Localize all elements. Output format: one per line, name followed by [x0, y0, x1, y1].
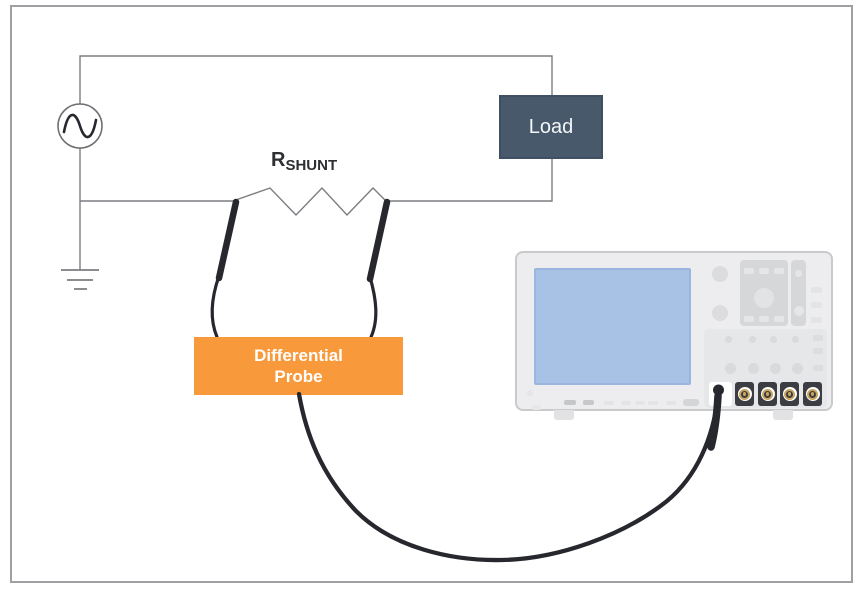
scope-button [811, 287, 822, 293]
bnc-connector-icon [735, 382, 754, 406]
scope-screen [534, 268, 691, 385]
scope-knob [725, 363, 736, 374]
scope-knob [712, 266, 728, 282]
probe-label-line1: Differential [254, 346, 343, 365]
bnc-connector-icon [758, 382, 777, 406]
scope-channel-panel [704, 329, 827, 408]
shunt-label-main: R [271, 149, 286, 171]
scope-knob [754, 288, 774, 308]
scope-button [759, 316, 769, 322]
scope-button [604, 401, 614, 405]
scope-button [811, 317, 822, 323]
probe-input-port [709, 382, 732, 406]
scope-button [666, 401, 676, 405]
scope-button [811, 302, 822, 308]
scope-button [635, 401, 645, 405]
scope-button [564, 400, 576, 405]
probe-label-line2: Probe [274, 367, 323, 386]
diagram-frame [10, 5, 853, 583]
scope-button [648, 401, 658, 405]
scope-knob [712, 305, 728, 321]
bnc-connector-icon [803, 382, 822, 406]
differential-probe-box: Differential Probe [194, 337, 403, 395]
load-box: Load [499, 95, 603, 159]
scope-button [725, 336, 732, 343]
scope-button [774, 268, 784, 274]
scope-button [774, 316, 784, 322]
shunt-resistor-label: RSHUNT [271, 149, 338, 174]
scope-button [770, 336, 777, 343]
scope-button [583, 400, 594, 405]
scope-knob [792, 363, 803, 374]
scope-button [683, 399, 699, 406]
scope-button [744, 268, 754, 274]
scope-indicator-light [527, 390, 533, 396]
scope-button [621, 401, 631, 405]
bnc-connector-icon [780, 382, 799, 406]
scope-button [749, 336, 756, 343]
scope-knob [794, 306, 804, 316]
scope-button [792, 336, 799, 343]
oscilloscope [515, 251, 833, 420]
scope-knob [748, 363, 759, 374]
scope-button [532, 405, 541, 410]
scope-button [759, 268, 769, 274]
scope-button [813, 348, 823, 354]
scope-button [744, 316, 754, 322]
scope-button [813, 365, 823, 371]
scope-foot-right [773, 410, 793, 420]
scope-foot-left [554, 410, 574, 420]
scope-knob [770, 363, 781, 374]
shunt-label-sub: SHUNT [285, 157, 338, 174]
load-label: Load [528, 115, 574, 138]
scope-control-strip [791, 260, 806, 326]
scope-button [813, 335, 823, 341]
scope-button [795, 270, 802, 277]
scope-control-panel [740, 260, 788, 326]
